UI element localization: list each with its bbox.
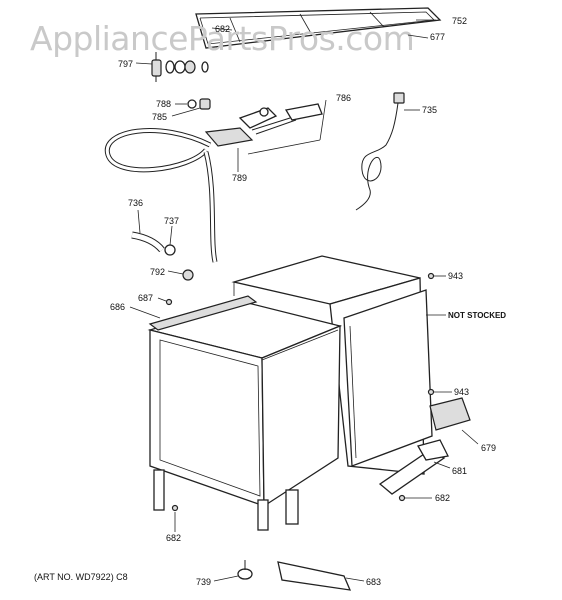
callout-943-upper: 943 bbox=[448, 271, 463, 281]
callout-681: 681 bbox=[452, 466, 467, 476]
top-cover-panel bbox=[195, 7, 442, 49]
art-number: (ART NO. WD7922) C8 bbox=[34, 572, 128, 582]
outer-enclosure bbox=[231, 255, 433, 475]
inlet-hose-assembly bbox=[104, 103, 323, 263]
callout-683: 683 bbox=[366, 577, 381, 587]
callout-677: 677 bbox=[430, 32, 445, 42]
callout-943-lower: 943 bbox=[454, 387, 469, 397]
callout-687: 687 bbox=[138, 293, 153, 303]
tub-frame bbox=[147, 295, 343, 531]
callout-739: 739 bbox=[196, 577, 211, 587]
callout-679: 679 bbox=[481, 443, 496, 453]
callout-682-right: 682 bbox=[435, 493, 450, 503]
bracket-683 bbox=[277, 561, 352, 591]
callout-not-stocked: NOT STOCKED bbox=[448, 311, 506, 320]
callout-682-top: 682 bbox=[215, 24, 230, 34]
fitting-788 bbox=[187, 98, 211, 110]
leveling-leg bbox=[237, 560, 253, 580]
callout-785: 785 bbox=[152, 112, 167, 122]
fill-valve-parts bbox=[151, 52, 209, 82]
bracket-679 bbox=[429, 397, 471, 431]
callout-786: 786 bbox=[336, 93, 351, 103]
callout-736: 736 bbox=[128, 198, 143, 208]
callout-labels: 682 752 677 797 788 785 786 735 789 736 … bbox=[110, 16, 506, 587]
drain-hose bbox=[131, 231, 194, 281]
callout-735: 735 bbox=[422, 105, 437, 115]
callout-792: 792 bbox=[150, 267, 165, 277]
screws bbox=[165, 272, 435, 512]
callout-752: 752 bbox=[452, 16, 467, 26]
power-cord bbox=[355, 92, 405, 211]
callout-737: 737 bbox=[164, 216, 179, 226]
callout-797: 797 bbox=[118, 59, 133, 69]
leader-lines bbox=[129, 19, 479, 582]
watermark-text: AppliancePartsPros.com bbox=[30, 19, 414, 58]
callout-686: 686 bbox=[110, 302, 125, 312]
callout-682-bottom: 682 bbox=[166, 533, 181, 543]
callout-788: 788 bbox=[156, 99, 171, 109]
bracket-681 bbox=[378, 439, 449, 495]
callout-789: 789 bbox=[232, 173, 247, 183]
